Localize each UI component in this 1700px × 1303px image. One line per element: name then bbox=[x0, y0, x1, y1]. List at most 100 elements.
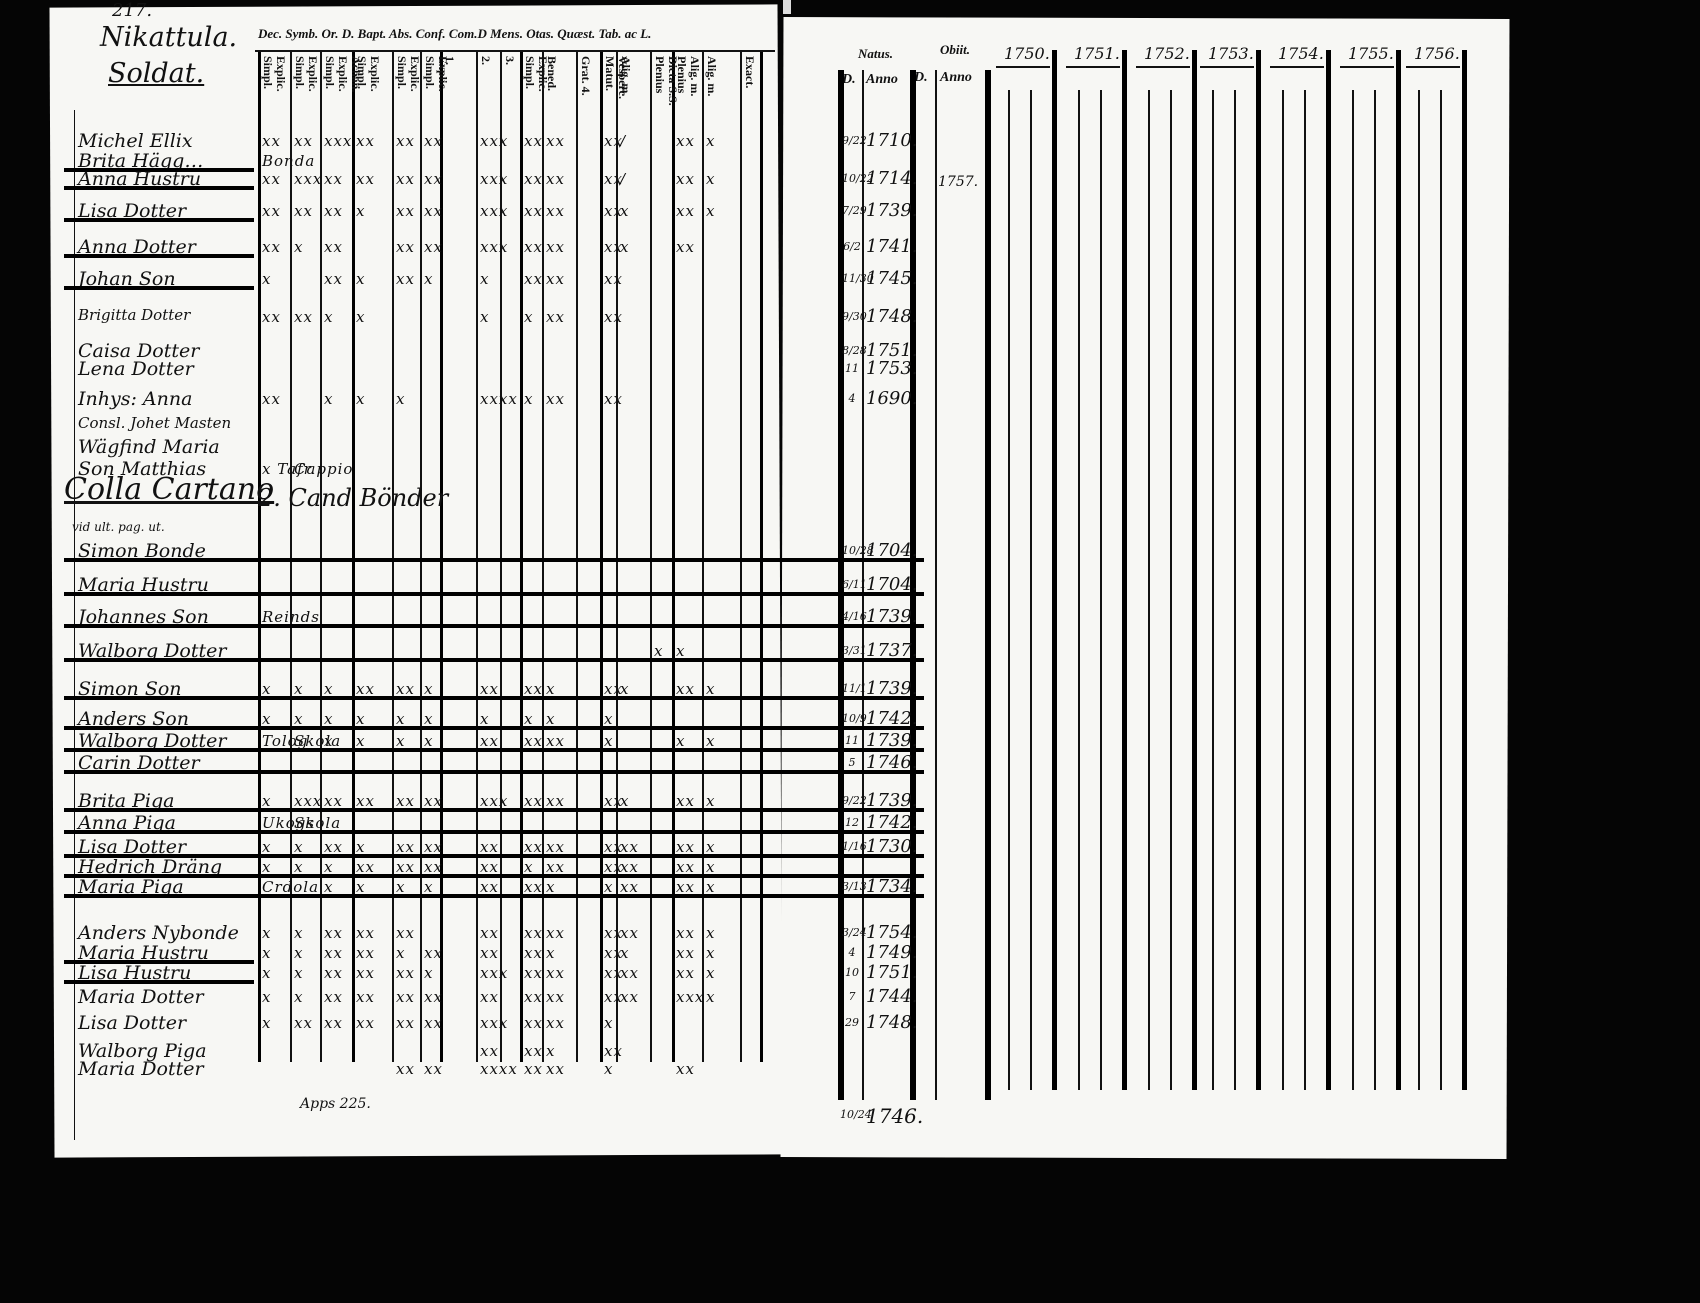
register-mark: xx bbox=[424, 1060, 443, 1078]
register-mark: x bbox=[294, 858, 304, 876]
register-mark: xx bbox=[324, 924, 343, 942]
register-mark: xx bbox=[424, 132, 443, 150]
register-mark: xx bbox=[480, 944, 499, 962]
birth-day: 4 bbox=[848, 946, 856, 959]
register-mark: x bbox=[706, 924, 716, 942]
register-mark: x bbox=[262, 680, 272, 698]
column-header: Dicta S.S. Plenius bbox=[653, 56, 680, 106]
register-mark: xx bbox=[524, 202, 543, 220]
register-mark: x bbox=[262, 988, 272, 1006]
birth-day: 5 bbox=[848, 756, 856, 769]
strike-through-line bbox=[64, 770, 924, 774]
birth-year: 1744. bbox=[866, 986, 918, 1007]
bottom-day: 10/24 bbox=[840, 1108, 872, 1121]
year-sub-line bbox=[1030, 90, 1032, 1090]
register-mark: x bbox=[396, 878, 406, 896]
register-mark: x bbox=[262, 838, 272, 856]
year-rule bbox=[1136, 66, 1190, 68]
register-row-name: Maria Hustru bbox=[78, 574, 209, 596]
register-mark: xx bbox=[524, 792, 543, 810]
strike-through-line bbox=[64, 830, 924, 834]
register-mark: xxx bbox=[480, 964, 509, 982]
register-mark: x bbox=[262, 270, 272, 288]
birth-day-label: D. bbox=[842, 72, 856, 87]
register-mark: / bbox=[620, 170, 627, 188]
year-header: 1756. bbox=[1414, 44, 1460, 63]
register-mark: x bbox=[424, 732, 434, 750]
register-mark: xx bbox=[294, 1014, 313, 1032]
register-mark: xx bbox=[604, 202, 623, 220]
register-mark: x bbox=[706, 170, 716, 188]
register-mark: x bbox=[396, 710, 406, 728]
register-mark: xx bbox=[424, 170, 443, 188]
register-mark: x bbox=[396, 944, 406, 962]
register-mark: xx bbox=[480, 878, 499, 896]
register-mark: xx bbox=[294, 132, 313, 150]
register-mark: xx bbox=[356, 964, 375, 982]
register-mark: xx bbox=[324, 202, 343, 220]
register-mark: xx bbox=[676, 878, 695, 896]
register-mark: / bbox=[620, 132, 627, 150]
birth-day: 7/29 bbox=[842, 204, 867, 217]
register-mark: x bbox=[324, 308, 334, 326]
register-mark: x bbox=[604, 710, 614, 728]
year-sub-line bbox=[1282, 90, 1284, 1090]
register-mark: x bbox=[524, 858, 534, 876]
register-mark: x bbox=[546, 710, 556, 728]
register-mark: x bbox=[524, 308, 534, 326]
register-mark: xx bbox=[546, 964, 565, 982]
register-mark: xx bbox=[676, 964, 695, 982]
register-mark: Crdola bbox=[262, 878, 320, 896]
year-sub-line bbox=[1440, 90, 1442, 1090]
register-mark: x bbox=[424, 270, 434, 288]
column-header: Explic. Simpl. bbox=[523, 56, 550, 92]
register-mark: xx bbox=[396, 924, 415, 942]
register-mark: xx bbox=[356, 170, 375, 188]
natus-header: Natus. bbox=[858, 46, 894, 61]
register-mark: xxxx bbox=[480, 1060, 518, 1078]
register-mark: xx bbox=[604, 944, 623, 962]
register-mark: x bbox=[604, 1060, 614, 1078]
register-mark: xx bbox=[546, 858, 565, 876]
birth-year: 1741. bbox=[866, 236, 918, 257]
column-line bbox=[476, 52, 478, 1062]
register-mark: Bonda bbox=[262, 152, 316, 170]
strike-through-line bbox=[64, 980, 254, 984]
birth-year: 1751. bbox=[866, 962, 918, 983]
register-mark: x bbox=[262, 710, 272, 728]
register-mark: xxx bbox=[480, 792, 509, 810]
register-mark: xx bbox=[604, 924, 623, 942]
register-mark: x bbox=[706, 964, 716, 982]
parish-name: Nikattula. bbox=[100, 22, 238, 53]
register-mark: x bbox=[706, 988, 716, 1006]
register-mark: xx bbox=[396, 1060, 415, 1078]
register-mark: xx bbox=[324, 238, 343, 256]
birth-year: 1753. bbox=[866, 358, 918, 379]
year-thick-line bbox=[1052, 50, 1057, 1090]
register-mark: x bbox=[424, 878, 434, 896]
birth-day: 3/24 bbox=[842, 926, 867, 939]
register-mark: x bbox=[546, 1042, 556, 1060]
birth-year: 1745. bbox=[866, 268, 918, 289]
register-mark: x bbox=[424, 710, 434, 728]
thick-column-line bbox=[838, 70, 844, 1100]
register-mark: xx bbox=[262, 238, 281, 256]
register-mark: xx bbox=[480, 924, 499, 942]
birth-year: 1737. bbox=[866, 640, 918, 661]
year-sub-line bbox=[1304, 90, 1306, 1090]
register-mark: xx bbox=[356, 924, 375, 942]
register-mark: xx bbox=[480, 838, 499, 856]
register-row-name: Maria Dotter bbox=[78, 1058, 204, 1080]
register-mark: x bbox=[546, 680, 556, 698]
register-row-name: Hedrich Dräng bbox=[78, 856, 223, 878]
strike-through-line bbox=[64, 854, 924, 858]
year-thick-line bbox=[1122, 50, 1127, 1090]
register-mark: xx bbox=[396, 838, 415, 856]
birth-day: 4/16 bbox=[842, 610, 867, 623]
register-mark: xx bbox=[604, 390, 623, 408]
register-row-name: Anna Hustru bbox=[78, 168, 202, 190]
register-mark: x bbox=[706, 132, 716, 150]
register-mark: xx bbox=[524, 170, 543, 188]
register-mark: xxx bbox=[480, 1014, 509, 1032]
register-mark: xx bbox=[546, 792, 565, 810]
